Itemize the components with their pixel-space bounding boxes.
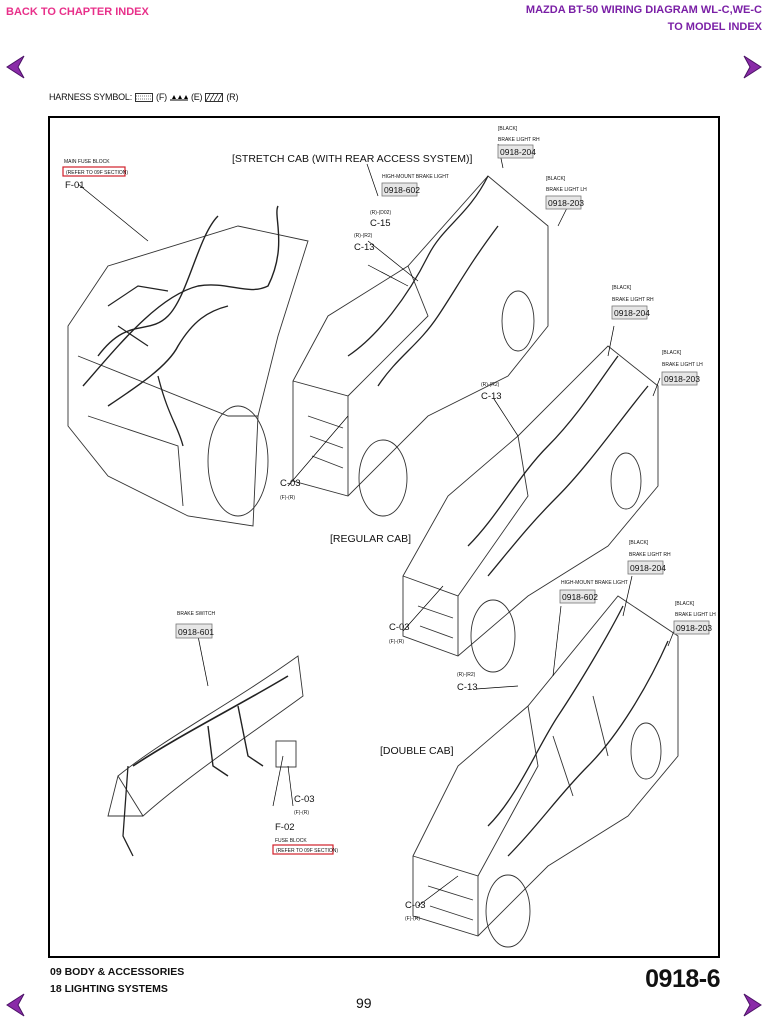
regular-cab-truck-illustration bbox=[402, 345, 659, 673]
bottom-next-page-arrow-icon[interactable] bbox=[742, 992, 764, 1018]
bottom-prev-page-arrow-icon[interactable] bbox=[4, 992, 26, 1018]
fuse-block-label: FUSE BLOCK bbox=[275, 838, 307, 844]
wiring-diagram: [STRETCH CAB (WITH REAR ACCESS SYSTEM)] … bbox=[62, 126, 716, 948]
diagram-frame bbox=[48, 116, 720, 958]
stretch-c03-harness-code: (F)-(R) bbox=[280, 495, 295, 501]
double-0918-602-code: 0918-602 bbox=[562, 592, 598, 602]
section-body-accessories: 09 BODY & ACCESSORIES bbox=[50, 966, 185, 978]
stretch-black-rh-label: [BLACK] bbox=[498, 126, 518, 132]
front-harness-code: (F) bbox=[156, 92, 167, 102]
stretch-cab-title: [STRETCH CAB (WITH REAR ACCESS SYSTEM)] bbox=[232, 153, 472, 165]
stretch-0918-203-code: 0918-203 bbox=[548, 198, 584, 208]
regular-0918-204-code: 0918-204 bbox=[614, 308, 650, 318]
page-number: 99 bbox=[356, 995, 372, 1011]
rear-harness-symbol-icon bbox=[205, 92, 224, 102]
regular-black-lh-label: [BLACK] bbox=[662, 350, 682, 356]
stretch-0918-602-box bbox=[381, 182, 418, 197]
dashboard-illustration bbox=[107, 655, 304, 857]
dash-c03-harness-code: (F)-(R) bbox=[294, 810, 309, 816]
harness-symbol-label: HARNESS SYMBOL: bbox=[49, 92, 133, 102]
rear-harness-code: (R) bbox=[226, 92, 239, 102]
page-id: 0918-6 bbox=[645, 965, 720, 993]
double-0918-203-code: 0918-203 bbox=[676, 623, 712, 633]
fuse-block-refer-box bbox=[272, 844, 334, 855]
c15-harness-code: (R)-(D02) bbox=[370, 210, 391, 216]
front-harness-symbol-icon bbox=[135, 92, 153, 102]
brake-switch-label: BRAKE SWITCH bbox=[177, 611, 215, 617]
double-brake-light-lh-label: BRAKE LIGHT LH bbox=[675, 612, 716, 618]
back-to-chapter-index-link[interactable]: BACK TO CHAPTER INDEX bbox=[6, 6, 149, 18]
double-high-mount-label: HIGH-MOUNT BRAKE LIGHT bbox=[561, 580, 628, 586]
double-0918-602-box bbox=[559, 589, 596, 604]
double-black-rh-label: [BLACK] bbox=[629, 540, 649, 546]
brake-switch-0918-601-code: 0918-601 bbox=[178, 627, 214, 637]
double-c13-harness-code: (R)-(R2) bbox=[457, 672, 476, 678]
fuse-block-refer-label: (REFER TO 09F SECTION) bbox=[276, 848, 338, 854]
to-model-index-link[interactable]: TO MODEL INDEX bbox=[667, 21, 762, 33]
stretch-0918-602-code: 0918-602 bbox=[384, 185, 420, 195]
main-fuse-refer-box bbox=[62, 166, 126, 177]
stretch-cab-truck-illustration bbox=[292, 175, 549, 517]
double-cab-title: [DOUBLE CAB] bbox=[380, 745, 454, 757]
regular-0918-204-box bbox=[611, 305, 648, 320]
double-cab-truck-illustration bbox=[412, 595, 679, 948]
next-page-arrow-icon[interactable] bbox=[742, 54, 764, 80]
double-0918-204-code: 0918-204 bbox=[630, 563, 666, 573]
engine-harness-symbol-icon bbox=[169, 94, 188, 100]
main-fuse-block-label: MAIN FUSE BLOCK bbox=[64, 159, 110, 165]
stretch-0918-204-box bbox=[497, 144, 534, 159]
stretch-c13-harness-code: (R)-(R2) bbox=[354, 233, 373, 239]
stretch-0918-203-box bbox=[545, 195, 582, 210]
double-c03-harness-code: (F)-(R) bbox=[405, 916, 420, 922]
leader-lines bbox=[77, 143, 677, 907]
double-0918-203-box bbox=[673, 620, 710, 635]
regular-brake-light-rh-label: BRAKE LIGHT RH bbox=[612, 297, 654, 303]
harness-symbol-legend: HARNESS SYMBOL: (F) (E) (R) bbox=[49, 92, 238, 102]
regular-c03-harness-code: (F)-(R) bbox=[389, 639, 404, 645]
stretch-black-lh-label: [BLACK] bbox=[546, 176, 566, 182]
double-black-lh-label: [BLACK] bbox=[675, 601, 695, 607]
brake-switch-0918-601-box bbox=[175, 623, 213, 639]
double-c03-connector-label: C-03 bbox=[405, 900, 426, 911]
stretch-c03-connector-label: C-03 bbox=[280, 478, 301, 489]
double-brake-light-rh-label: BRAKE LIGHT RH bbox=[629, 552, 671, 558]
regular-brake-light-lh-label: BRAKE LIGHT LH bbox=[662, 362, 703, 368]
regular-c13-harness-code: (R)-(R2) bbox=[481, 382, 500, 388]
engine-harness-code: (E) bbox=[190, 92, 203, 102]
dash-c03-connector-label: C-03 bbox=[294, 794, 315, 805]
regular-0918-203-code: 0918-203 bbox=[664, 374, 700, 384]
main-fuse-refer-label: (REFER TO 09F SECTION) bbox=[66, 170, 128, 176]
stretch-c13-connector-label: C-13 bbox=[354, 242, 375, 253]
regular-c13-connector-label: C-13 bbox=[481, 391, 502, 402]
stretch-0918-204-code: 0918-204 bbox=[500, 147, 536, 157]
f01-connector-label: F-01 bbox=[65, 180, 85, 191]
section-lighting-systems: 18 LIGHTING SYSTEMS bbox=[50, 983, 168, 995]
stretch-high-mount-label: HIGH-MOUNT BRAKE LIGHT bbox=[382, 174, 449, 180]
model-title-link[interactable]: MAZDA BT-50 WIRING DIAGRAM WL-C,WE-C bbox=[525, 4, 762, 16]
stretch-brake-light-rh-label: BRAKE LIGHT RH bbox=[498, 137, 540, 143]
regular-cab-title: [REGULAR CAB] bbox=[330, 533, 411, 545]
f02-connector-label: F-02 bbox=[275, 822, 295, 833]
regular-0918-203-box bbox=[661, 371, 698, 386]
double-0918-204-box bbox=[627, 560, 664, 575]
prev-page-arrow-icon[interactable] bbox=[4, 54, 26, 80]
stretch-brake-light-lh-label: BRAKE LIGHT LH bbox=[546, 187, 587, 193]
regular-c03-connector-label: C-03 bbox=[389, 622, 410, 633]
double-c13-connector-label: C-13 bbox=[457, 682, 478, 693]
c15-connector-label: C-15 bbox=[370, 218, 391, 229]
engine-bay-illustration bbox=[67, 205, 309, 527]
regular-black-rh-label: [BLACK] bbox=[612, 285, 632, 291]
